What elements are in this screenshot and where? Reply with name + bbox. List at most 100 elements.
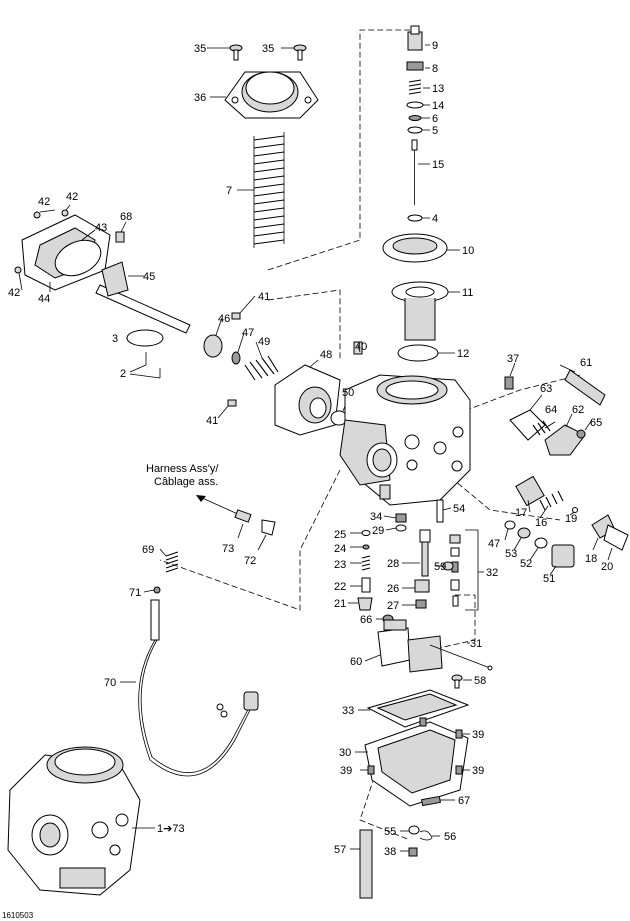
slide-11 <box>391 281 449 341</box>
main-jet-27 <box>415 599 427 609</box>
sensor-73 <box>234 509 252 523</box>
callout-43: 43 <box>95 222 107 234</box>
callout-49: 49 <box>258 336 270 348</box>
callout-39-lower-left: 39 <box>340 765 352 777</box>
throttle-plate-3 <box>126 329 164 347</box>
screws-42 <box>14 209 69 274</box>
plunger-17 <box>515 475 545 507</box>
callout-30: 30 <box>339 747 351 759</box>
bushing-68 <box>115 231 125 243</box>
screw-38 <box>408 847 418 857</box>
callout-45: 45 <box>143 271 155 283</box>
top-cover-group <box>207 44 319 248</box>
callout-42-left: 42 <box>38 196 50 208</box>
callout-14: 14 <box>432 100 444 112</box>
callout-54: 54 <box>453 503 465 515</box>
callout-7: 7 <box>226 185 232 197</box>
callout-69: 69 <box>142 544 154 556</box>
callout-22: 22 <box>334 581 346 593</box>
callout-38: 38 <box>384 846 396 858</box>
callout-17: 17 <box>515 507 527 519</box>
ring-55 <box>408 825 420 835</box>
callout-40: 40 <box>355 341 367 353</box>
float-bowl-30 <box>364 721 469 807</box>
callout-55: 55 <box>384 826 396 838</box>
callout-39-lower-right: 39 <box>472 765 484 777</box>
callout-57: 57 <box>334 844 346 856</box>
callout-21: 21 <box>334 598 346 610</box>
jet-37 <box>504 376 514 390</box>
callout-41-top: 41 <box>258 291 270 303</box>
screw-58 <box>451 674 463 689</box>
washer-14 <box>406 101 424 109</box>
screw-41-bottom <box>227 399 237 407</box>
callout-6: 6 <box>432 113 438 125</box>
callout-70: 70 <box>104 677 116 689</box>
callout-64: 64 <box>545 404 557 416</box>
callout-8: 8 <box>432 63 438 75</box>
screws-2 <box>145 352 161 378</box>
callout-37: 37 <box>507 353 519 365</box>
jet-needle-15 <box>411 139 418 205</box>
float-group <box>364 619 493 689</box>
callout-58: 58 <box>474 675 486 687</box>
spring-49 <box>244 355 279 381</box>
screw-35-right <box>293 44 307 61</box>
callout-47-right: 47 <box>488 538 500 550</box>
hose-57 <box>359 829 373 899</box>
screw-41-top <box>231 312 241 320</box>
screw-22 <box>361 577 371 593</box>
plug-40 <box>353 341 363 355</box>
callout-2: 2 <box>120 368 126 380</box>
carburetor-cover-36 <box>224 71 319 119</box>
hose-61 <box>564 369 606 406</box>
needle-column <box>382 25 460 362</box>
callout-33: 33 <box>342 705 354 717</box>
needle-valve-54 <box>436 499 444 523</box>
callout-36: 36 <box>194 92 206 104</box>
callout-35-left: 35 <box>194 43 206 55</box>
callout-4: 4 <box>432 213 438 225</box>
ring-52 <box>534 537 548 549</box>
drain-screw-67 <box>421 795 441 807</box>
cable-adjuster <box>243 691 259 711</box>
callout-39-upper-right: 39 <box>472 729 484 741</box>
carburetor-body <box>339 341 471 506</box>
cap-51 <box>551 544 575 568</box>
harness-label-en: Harness Ass'y/ <box>146 463 219 475</box>
callout-67: 67 <box>458 795 470 807</box>
cable-group <box>120 548 259 777</box>
ring-24 <box>362 544 370 550</box>
callout-46: 46 <box>218 313 230 325</box>
cable-end-71 <box>150 586 161 641</box>
screw-35-left <box>229 44 243 61</box>
callout-34: 34 <box>370 511 382 523</box>
figure-reference: 1610503 <box>2 911 34 920</box>
callout-5: 5 <box>432 125 438 137</box>
callout-47-left: 47 <box>242 327 254 339</box>
o-ring-12 <box>397 344 439 362</box>
seal-46 <box>203 334 223 358</box>
callout-65: 65 <box>590 417 602 429</box>
callout-68: 68 <box>120 211 132 223</box>
callout-66: 66 <box>360 614 372 626</box>
screws-39 <box>367 717 463 775</box>
washer-29 <box>395 524 407 532</box>
callout-28: 28 <box>387 558 399 570</box>
clip-72 <box>261 519 276 536</box>
callout-51: 51 <box>543 573 555 585</box>
callout-44: 44 <box>38 293 50 305</box>
float-60 <box>377 619 443 673</box>
washer-5 <box>407 126 423 134</box>
throttle-cable-70 <box>138 639 256 777</box>
cover-62 <box>544 424 586 456</box>
housing-48 <box>274 364 341 436</box>
callout-60: 60 <box>350 656 362 668</box>
spring-23 <box>361 555 371 571</box>
callout-61: 61 <box>580 357 592 369</box>
gasket-43 <box>54 239 102 277</box>
callout-62: 62 <box>572 404 584 416</box>
callout-19: 19 <box>565 513 577 525</box>
spring-16 <box>539 490 564 511</box>
